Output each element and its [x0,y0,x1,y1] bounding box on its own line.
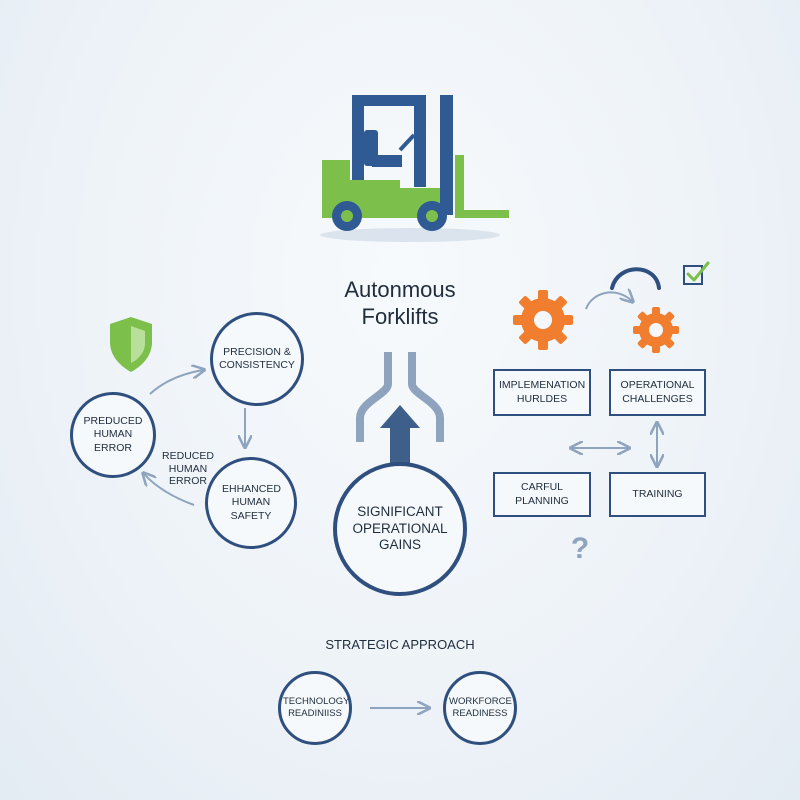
gear-icon [513,290,573,350]
reduced-error-label: REDUCED HUMAN ERROR [162,450,214,488]
precision-label: PRECISION & CONSISTENCY [219,345,295,371]
careful-planning-box: CARFUL PLANNING [493,472,591,517]
enhanced-safety-label: EHHANCED HUMAN SAFETY [222,483,281,522]
operational-challenges-label: OPERATIONAL CHALLENGES [620,379,695,405]
operational-challenges-box: OPERATIONAL CHALLENGES [609,369,706,416]
shield-icon [110,317,152,372]
strategic-approach-heading: STRATEGIC APPROACH [325,637,475,652]
operational-gains-circle: SIGNIFICANT OPERATIONAL GAINS [333,462,467,596]
forklift-icon [320,95,509,242]
enhanced-safety-circle: EHHANCED HUMAN SAFETY [205,457,297,549]
preduced-error-circle: PREDUCED HUMAN ERROR [70,392,156,478]
fork-arrow [356,352,444,469]
arrow-safety-to-error [144,474,195,506]
diagram-title: Autonmous Forklifts [300,276,500,330]
technology-readiness-circle: TECHNOLOGY READINIISS [278,671,352,745]
question-icon: ? [570,532,590,565]
technology-readiness-label: TECHNOLOGY READINIISS [283,696,350,719]
arc-icon [610,267,661,290]
title-line-2: Forklifts [361,304,439,329]
training-label: TRAINING [632,487,683,500]
arrow-gear-to-gear [585,292,632,310]
gear-icon [633,307,679,353]
checkbox-icon [683,261,710,285]
workforce-readiness-circle: WORKFORCE READINESS [443,671,517,745]
implementation-hurdles-label: IMPLEMENATION HURLDES [499,379,586,405]
precision-circle: PRECISION & CONSISTENCY [210,312,304,406]
arrow-error-to-precision [149,370,203,395]
preduced-error-label: PREDUCED HUMAN ERROR [83,415,143,454]
training-box: TRAINING [609,472,706,517]
implementation-hurdles-box: IMPLEMENATION HURLDES [493,369,591,416]
title-line-1: Autonmous [344,277,456,302]
careful-planning-label: CARFUL PLANNING [515,481,569,507]
operational-gains-label: SIGNIFICANT OPERATIONAL GAINS [352,503,448,553]
workforce-readiness-label: WORKFORCE READINESS [449,696,512,719]
